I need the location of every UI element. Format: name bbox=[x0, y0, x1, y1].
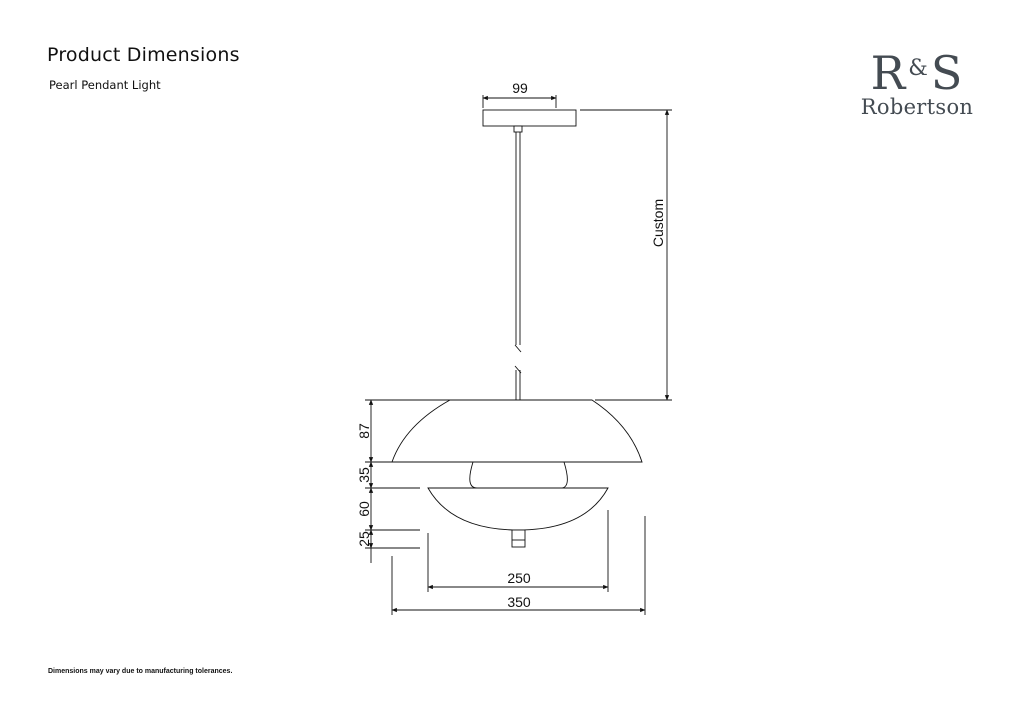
brand-monogram: R&S bbox=[846, 44, 988, 98]
brand-name: Robertson bbox=[860, 95, 974, 119]
page-title: Product Dimensions bbox=[47, 44, 240, 66]
brand-logo: R&S Robertson bbox=[846, 44, 988, 118]
diffuser-width-label: 250 bbox=[507, 570, 531, 586]
globe-bulb bbox=[469, 461, 568, 489]
bulb-gap-label: 35 bbox=[356, 467, 372, 483]
tolerance-note: Dimensions may vary due to manufacturing… bbox=[48, 668, 233, 675]
bottom-cap-label: 25 bbox=[356, 531, 372, 547]
shade-width-label: 350 bbox=[507, 594, 531, 610]
dimension-lines bbox=[365, 95, 672, 615]
canopy-connector bbox=[513, 125, 523, 133]
bottom-cap bbox=[511, 529, 526, 548]
diffuser-height-label: 60 bbox=[356, 501, 372, 517]
brand-ampersand: & bbox=[908, 56, 929, 81]
outer-shade bbox=[391, 399, 643, 463]
product-name: Pearl Pendant Light bbox=[49, 78, 161, 92]
inner-diffuser bbox=[427, 487, 609, 531]
pendant-light-outline bbox=[391, 109, 643, 548]
drop-label: Custom bbox=[650, 199, 666, 247]
brand-letter-left: R bbox=[870, 46, 907, 100]
cord-break-upper bbox=[514, 344, 522, 353]
brand-letter-right: S bbox=[930, 46, 964, 100]
ceiling-canopy bbox=[482, 109, 577, 127]
shade-height-label: 87 bbox=[356, 423, 372, 439]
canopy-width-label: 99 bbox=[512, 80, 528, 96]
